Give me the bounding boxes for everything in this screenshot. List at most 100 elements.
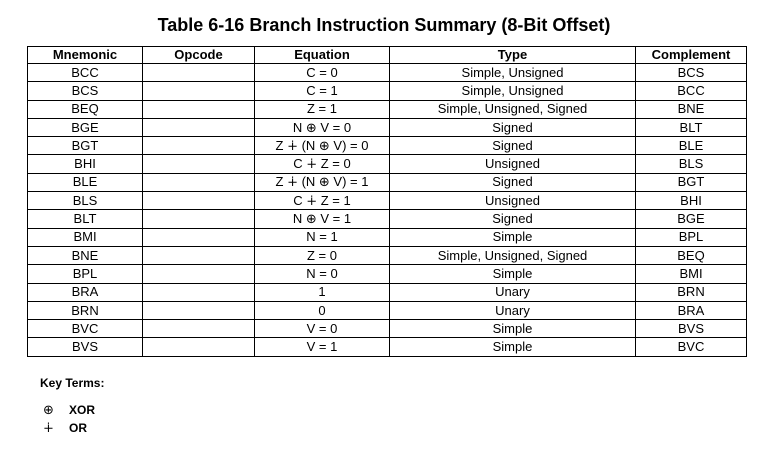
- key-item-label: XOR: [69, 403, 96, 417]
- cell-mnemonic: BHI: [27, 154, 143, 174]
- cell-complement: BLS: [635, 154, 747, 174]
- key-item-or: ∔ OR: [43, 420, 87, 436]
- cell-mnemonic: BMI: [27, 227, 143, 247]
- key-item-xor: ⊕ XOR: [43, 402, 95, 418]
- cell-complement: BRA: [635, 300, 747, 321]
- cell-mnemonic: BNE: [27, 245, 143, 266]
- cell-opcode: [142, 117, 255, 138]
- cell-complement: BMI: [635, 264, 747, 284]
- cell-mnemonic: BLS: [27, 191, 143, 211]
- cell-type: Simple: [389, 264, 636, 284]
- cell-equation: C ∔ Z = 0: [254, 154, 390, 174]
- cell-opcode: [142, 209, 255, 229]
- cell-type: Signed: [389, 117, 636, 138]
- cell-equation: Z ∔ (N ⊕ V) = 1: [254, 172, 390, 193]
- cell-type: Simple, Unsigned: [389, 81, 636, 101]
- cell-equation: N = 1: [254, 227, 390, 247]
- cell-complement: BRN: [635, 282, 747, 302]
- cell-opcode: [142, 282, 255, 302]
- cell-complement: BCC: [635, 81, 747, 101]
- cell-mnemonic: BCS: [27, 81, 143, 101]
- cell-opcode: [142, 154, 255, 174]
- cell-equation: C ∔ Z = 1: [254, 191, 390, 211]
- cell-equation: 1: [254, 282, 390, 302]
- cell-mnemonic: BGT: [27, 136, 143, 156]
- cell-equation: V = 0: [254, 319, 390, 339]
- cell-equation: Z = 0: [254, 245, 390, 266]
- cell-type: Signed: [389, 209, 636, 229]
- cell-type: Simple, Unsigned, Signed: [389, 99, 636, 119]
- header-row: Mnemonic Opcode Equation Type Complement: [27, 46, 747, 64]
- cell-mnemonic: BLT: [27, 209, 143, 229]
- cell-complement: BEQ: [635, 245, 747, 266]
- cell-mnemonic: BRN: [27, 300, 143, 321]
- or-symbol-icon: ∔: [43, 420, 54, 435]
- cell-complement: BLE: [635, 136, 747, 156]
- cell-equation: N ⊕ V = 0: [254, 117, 390, 138]
- cell-equation: Z ∔ (N ⊕ V) = 0: [254, 136, 390, 156]
- cell-opcode: [142, 227, 255, 247]
- key-terms-title: Key Terms:: [40, 376, 105, 390]
- cell-opcode: [142, 136, 255, 156]
- table-title: Table 6-16 Branch Instruction Summary (8…: [157, 15, 611, 35]
- cell-equation: Z = 1: [254, 99, 390, 119]
- cell-equation: N = 0: [254, 264, 390, 284]
- header-complement: Complement: [635, 46, 747, 64]
- cell-equation: C = 1: [254, 81, 390, 101]
- cell-complement: BCS: [635, 62, 747, 83]
- key-item-label: OR: [69, 421, 87, 435]
- cell-type: Simple, Unsigned: [389, 62, 636, 83]
- cell-mnemonic: BCC: [27, 62, 143, 83]
- cell-opcode: [142, 81, 255, 101]
- cell-complement: BNE: [635, 99, 747, 119]
- cell-type: Simple: [389, 319, 636, 339]
- cell-mnemonic: BVS: [27, 337, 143, 357]
- cell-type: Signed: [389, 136, 636, 156]
- cell-mnemonic: BEQ: [27, 99, 143, 119]
- cell-mnemonic: BVC: [27, 319, 143, 339]
- cell-complement: BVC: [635, 337, 747, 357]
- cell-opcode: [142, 62, 255, 83]
- cell-equation: V = 1: [254, 337, 390, 357]
- cell-complement: BGE: [635, 209, 747, 229]
- header-opcode: Opcode: [142, 46, 255, 64]
- cell-type: Signed: [389, 172, 636, 193]
- cell-mnemonic: BPL: [27, 264, 143, 284]
- cell-complement: BVS: [635, 319, 747, 339]
- xor-symbol-icon: ⊕: [43, 402, 54, 417]
- cell-opcode: [142, 99, 255, 119]
- cell-equation: N ⊕ V = 1: [254, 209, 390, 229]
- header-mnemonic: Mnemonic: [27, 46, 143, 64]
- cell-complement: BLT: [635, 117, 747, 138]
- cell-type: Unary: [389, 300, 636, 321]
- cell-complement: BGT: [635, 172, 747, 193]
- cell-opcode: [142, 172, 255, 193]
- cell-type: Simple: [389, 337, 636, 357]
- branch-summary-table: Mnemonic Opcode Equation Type Complement…: [27, 46, 747, 357]
- cell-type: Unary: [389, 282, 636, 302]
- cell-opcode: [142, 245, 255, 266]
- cell-opcode: [142, 191, 255, 211]
- cell-mnemonic: BLE: [27, 172, 143, 193]
- cell-opcode: [142, 337, 255, 357]
- header-equation: Equation: [254, 46, 390, 64]
- cell-type: Simple: [389, 227, 636, 247]
- cell-mnemonic: BRA: [27, 282, 143, 302]
- cell-complement: BHI: [635, 191, 747, 211]
- cell-mnemonic: BGE: [27, 117, 143, 138]
